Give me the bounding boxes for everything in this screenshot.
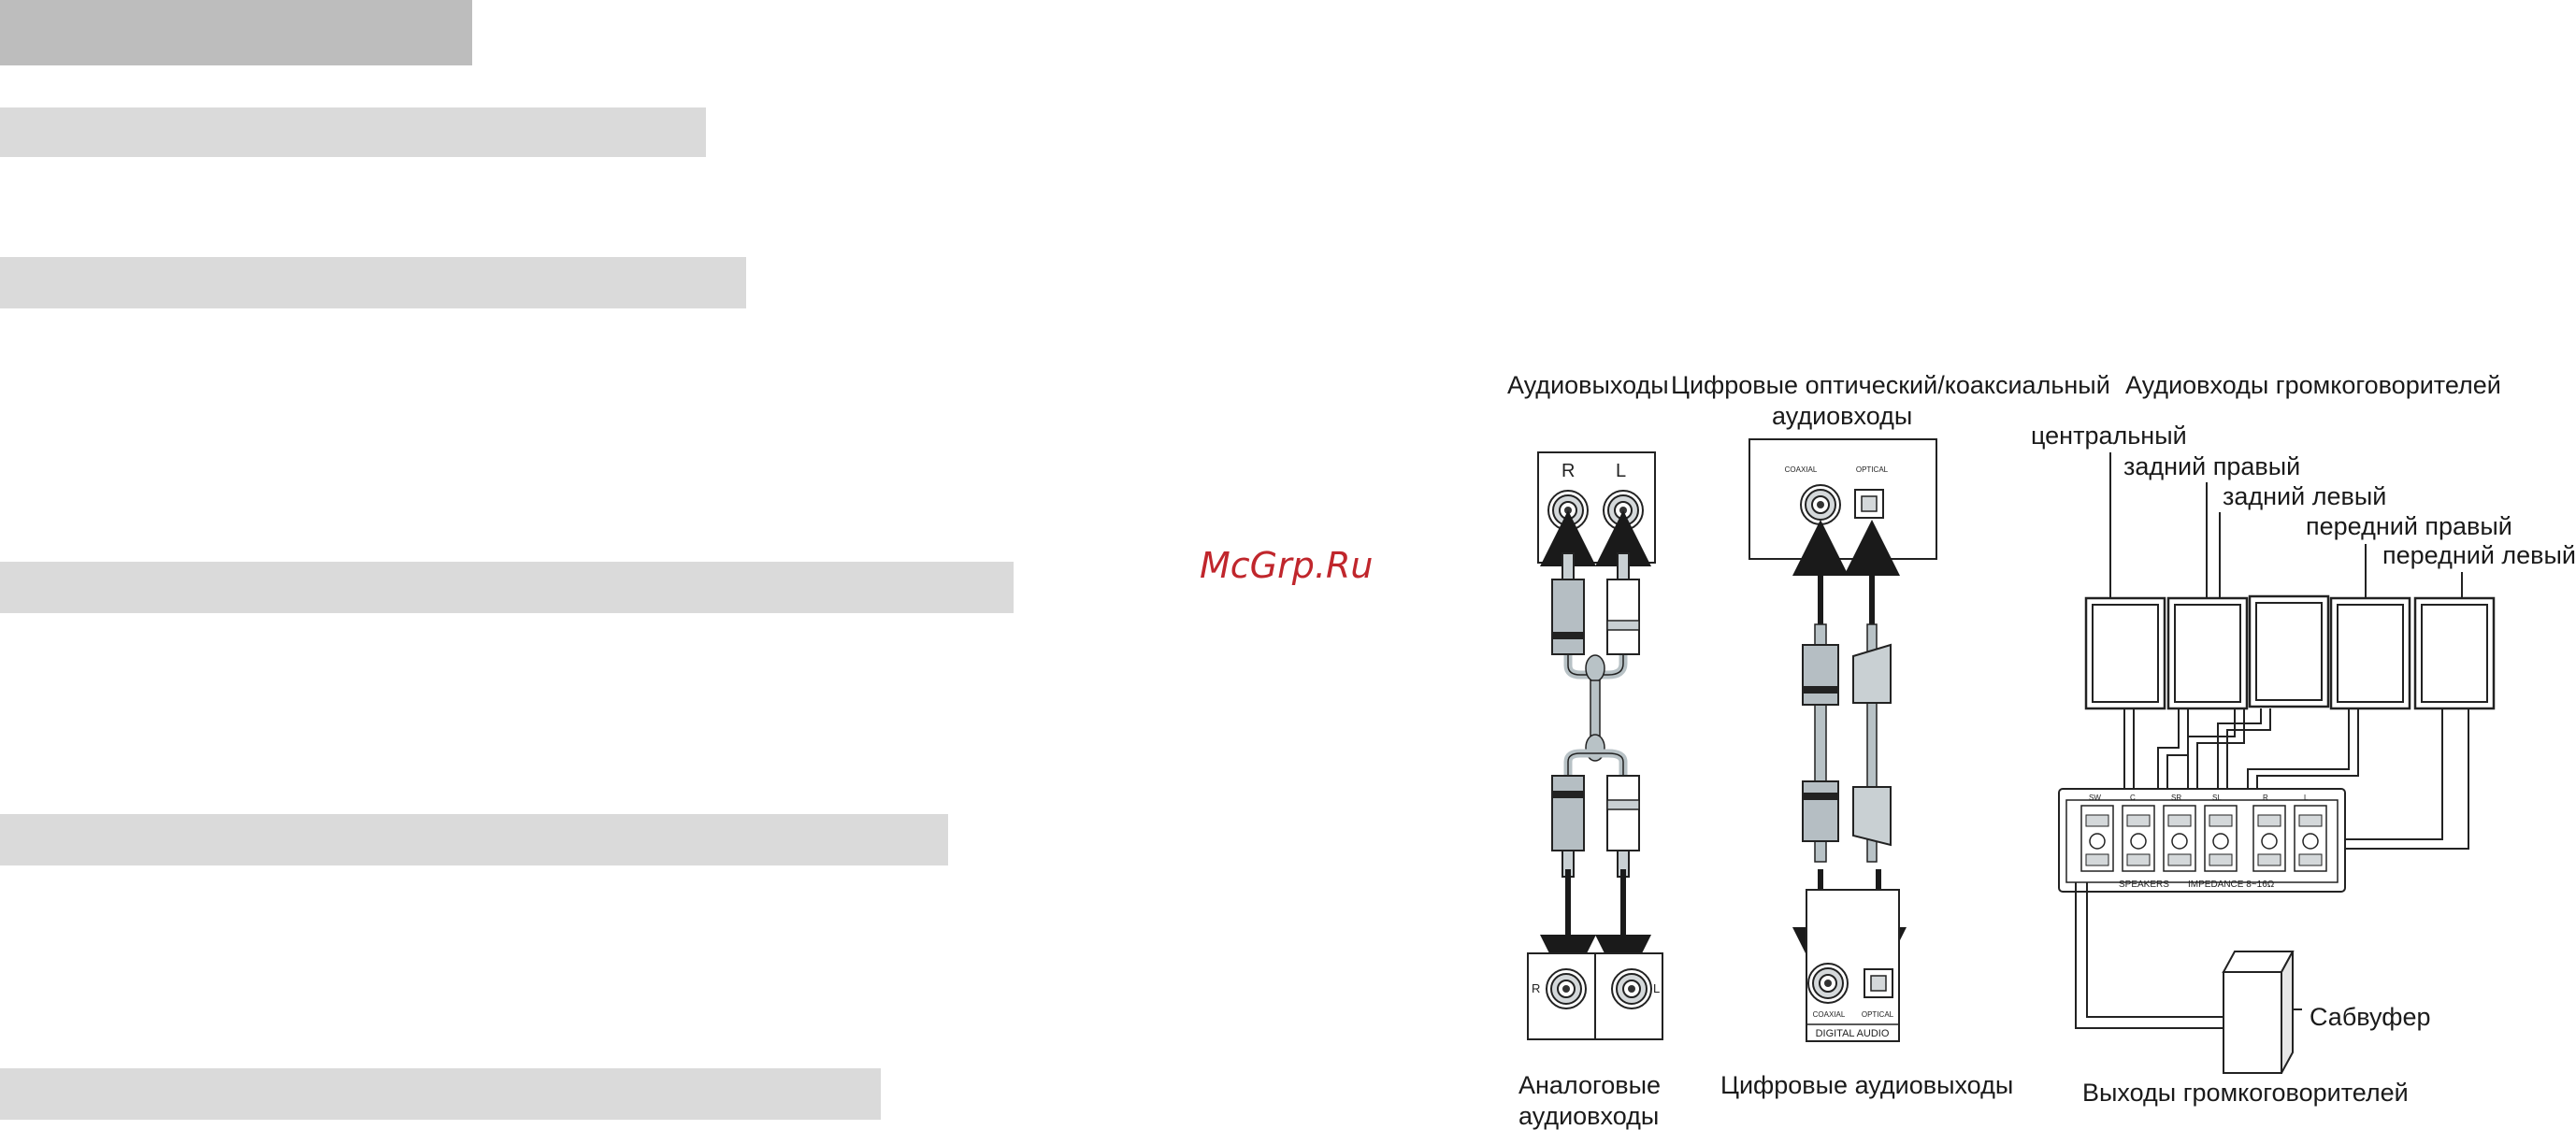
label-speaker-in: Аудиовходы громкоговорителей [2125,371,2501,399]
label-digital-out: Цифровые аудиовыходы [1720,1071,2013,1099]
label-center: центральный [2031,422,2187,450]
analog-in-r-jack-icon [1546,968,1587,1009]
speaker-terminal-1 [2080,805,2114,872]
coax-upper-plug [1802,644,1839,706]
optical-lower-plug [1852,786,1892,847]
front-right-speaker-icon [2329,596,2411,710]
label-subwoofer: Сабвуфер [2310,1003,2430,1031]
subwoofer-icon [2223,971,2282,1074]
optical-label-top: OPTICAL [1856,465,1889,474]
label-digital-in-line2: аудиовходы [1772,402,1912,430]
analog-out-panel: R L [1537,451,1656,564]
placeholder-bar-5 [0,1068,881,1120]
speaker-terminal-5 [2252,805,2286,872]
label-analog-in-line2: аудиовходы [1518,1102,1659,1130]
label-rear-left: задний левый [2223,482,2386,510]
analog-in-l-label: L [1653,981,1660,995]
coaxial-label-bottom: COAXIAL [1813,1010,1846,1019]
label-digital-in-line1: Цифровые оптический/коаксиальный [1671,371,2110,399]
header-bar [0,0,472,65]
speaker-terminal-3 [2163,805,2196,872]
speakers [2084,594,2496,710]
analog-in-l-jack-icon [1611,968,1652,1009]
coaxial-in-jack-icon [1800,484,1841,525]
label-front-right: передний правый [2306,512,2512,540]
analog-out-r-label: R [1561,461,1575,481]
placeholder-bar-2 [0,257,746,308]
speaker-terminal-panel: SW C SR SL R L SPEAKERS IMPEDANCE 8~16Ω [2058,788,2346,893]
impedance-label: IMPEDANCE 8~16Ω [2188,880,2275,890]
terminal-label-sl: SL [2212,794,2222,802]
digital-in-panel: COAXIAL OPTICAL [1749,438,1937,560]
terminal-label-l: L [2304,794,2309,802]
analog-out-r-jack-icon [1547,490,1589,531]
label-front-left: передний левый [2382,541,2576,569]
speaker-terminal-2 [2122,805,2155,872]
digital-out-panel: COAXIAL OPTICAL DIGITAL AUDIO [1806,889,1900,1042]
digital-audio-label: DIGITAL AUDIO [1816,1028,1890,1039]
placeholder-bar-4 [0,814,948,865]
analog-cable [1540,510,1651,991]
digital-cables [1792,520,1907,983]
placeholder-bar-1 [0,107,706,157]
placeholder-bar-3 [0,562,1014,613]
analog-lower-plug-l [1606,775,1640,878]
label-analog-in-line1: Аналоговые [1518,1071,1661,1099]
watermark: McGrp.Ru [1200,545,1373,586]
coax-lower-plug [1802,780,1839,842]
analog-lower-plug-r [1551,775,1585,878]
front-left-speaker-icon [2413,596,2496,710]
analog-upper-plug-r [1551,552,1585,655]
rear-left-speaker-icon [2248,594,2330,708]
label-speaker-out: Выходы громкоговорителей [2082,1079,2409,1107]
terminal-label-sw: SW [2089,794,2101,802]
coaxial-label-top: COAXIAL [1785,465,1818,474]
terminal-label-r: R [2263,794,2268,802]
speaker-terminal-4 [2204,805,2238,872]
optical-label-bottom: OPTICAL [1862,1010,1894,1019]
terminal-label-c: C [2130,794,2136,802]
analog-upper-plug-l [1606,552,1640,655]
center-speaker-icon [2084,596,2166,710]
analog-in-r-label: R [1532,981,1540,995]
analog-out-l-jack-icon [1603,490,1644,531]
coaxial-out-jack-icon [1807,963,1849,1004]
label-audio-out: Аудиовыходы [1507,371,1669,399]
analog-in-panel: R L [1527,952,1663,1040]
speakers-panel-label: SPEAKERS [2119,880,2169,890]
terminal-label-sr: SR [2171,794,2181,802]
analog-out-l-label: L [1616,461,1626,481]
speaker-leader-lines [2109,452,2463,598]
speaker-terminal-6 [2294,805,2327,872]
label-rear-right: задний правый [2123,452,2300,480]
subwoofer [2075,882,2302,1074]
optical-upper-plug [1852,643,1892,704]
rear-right-speaker-icon [2166,596,2249,710]
